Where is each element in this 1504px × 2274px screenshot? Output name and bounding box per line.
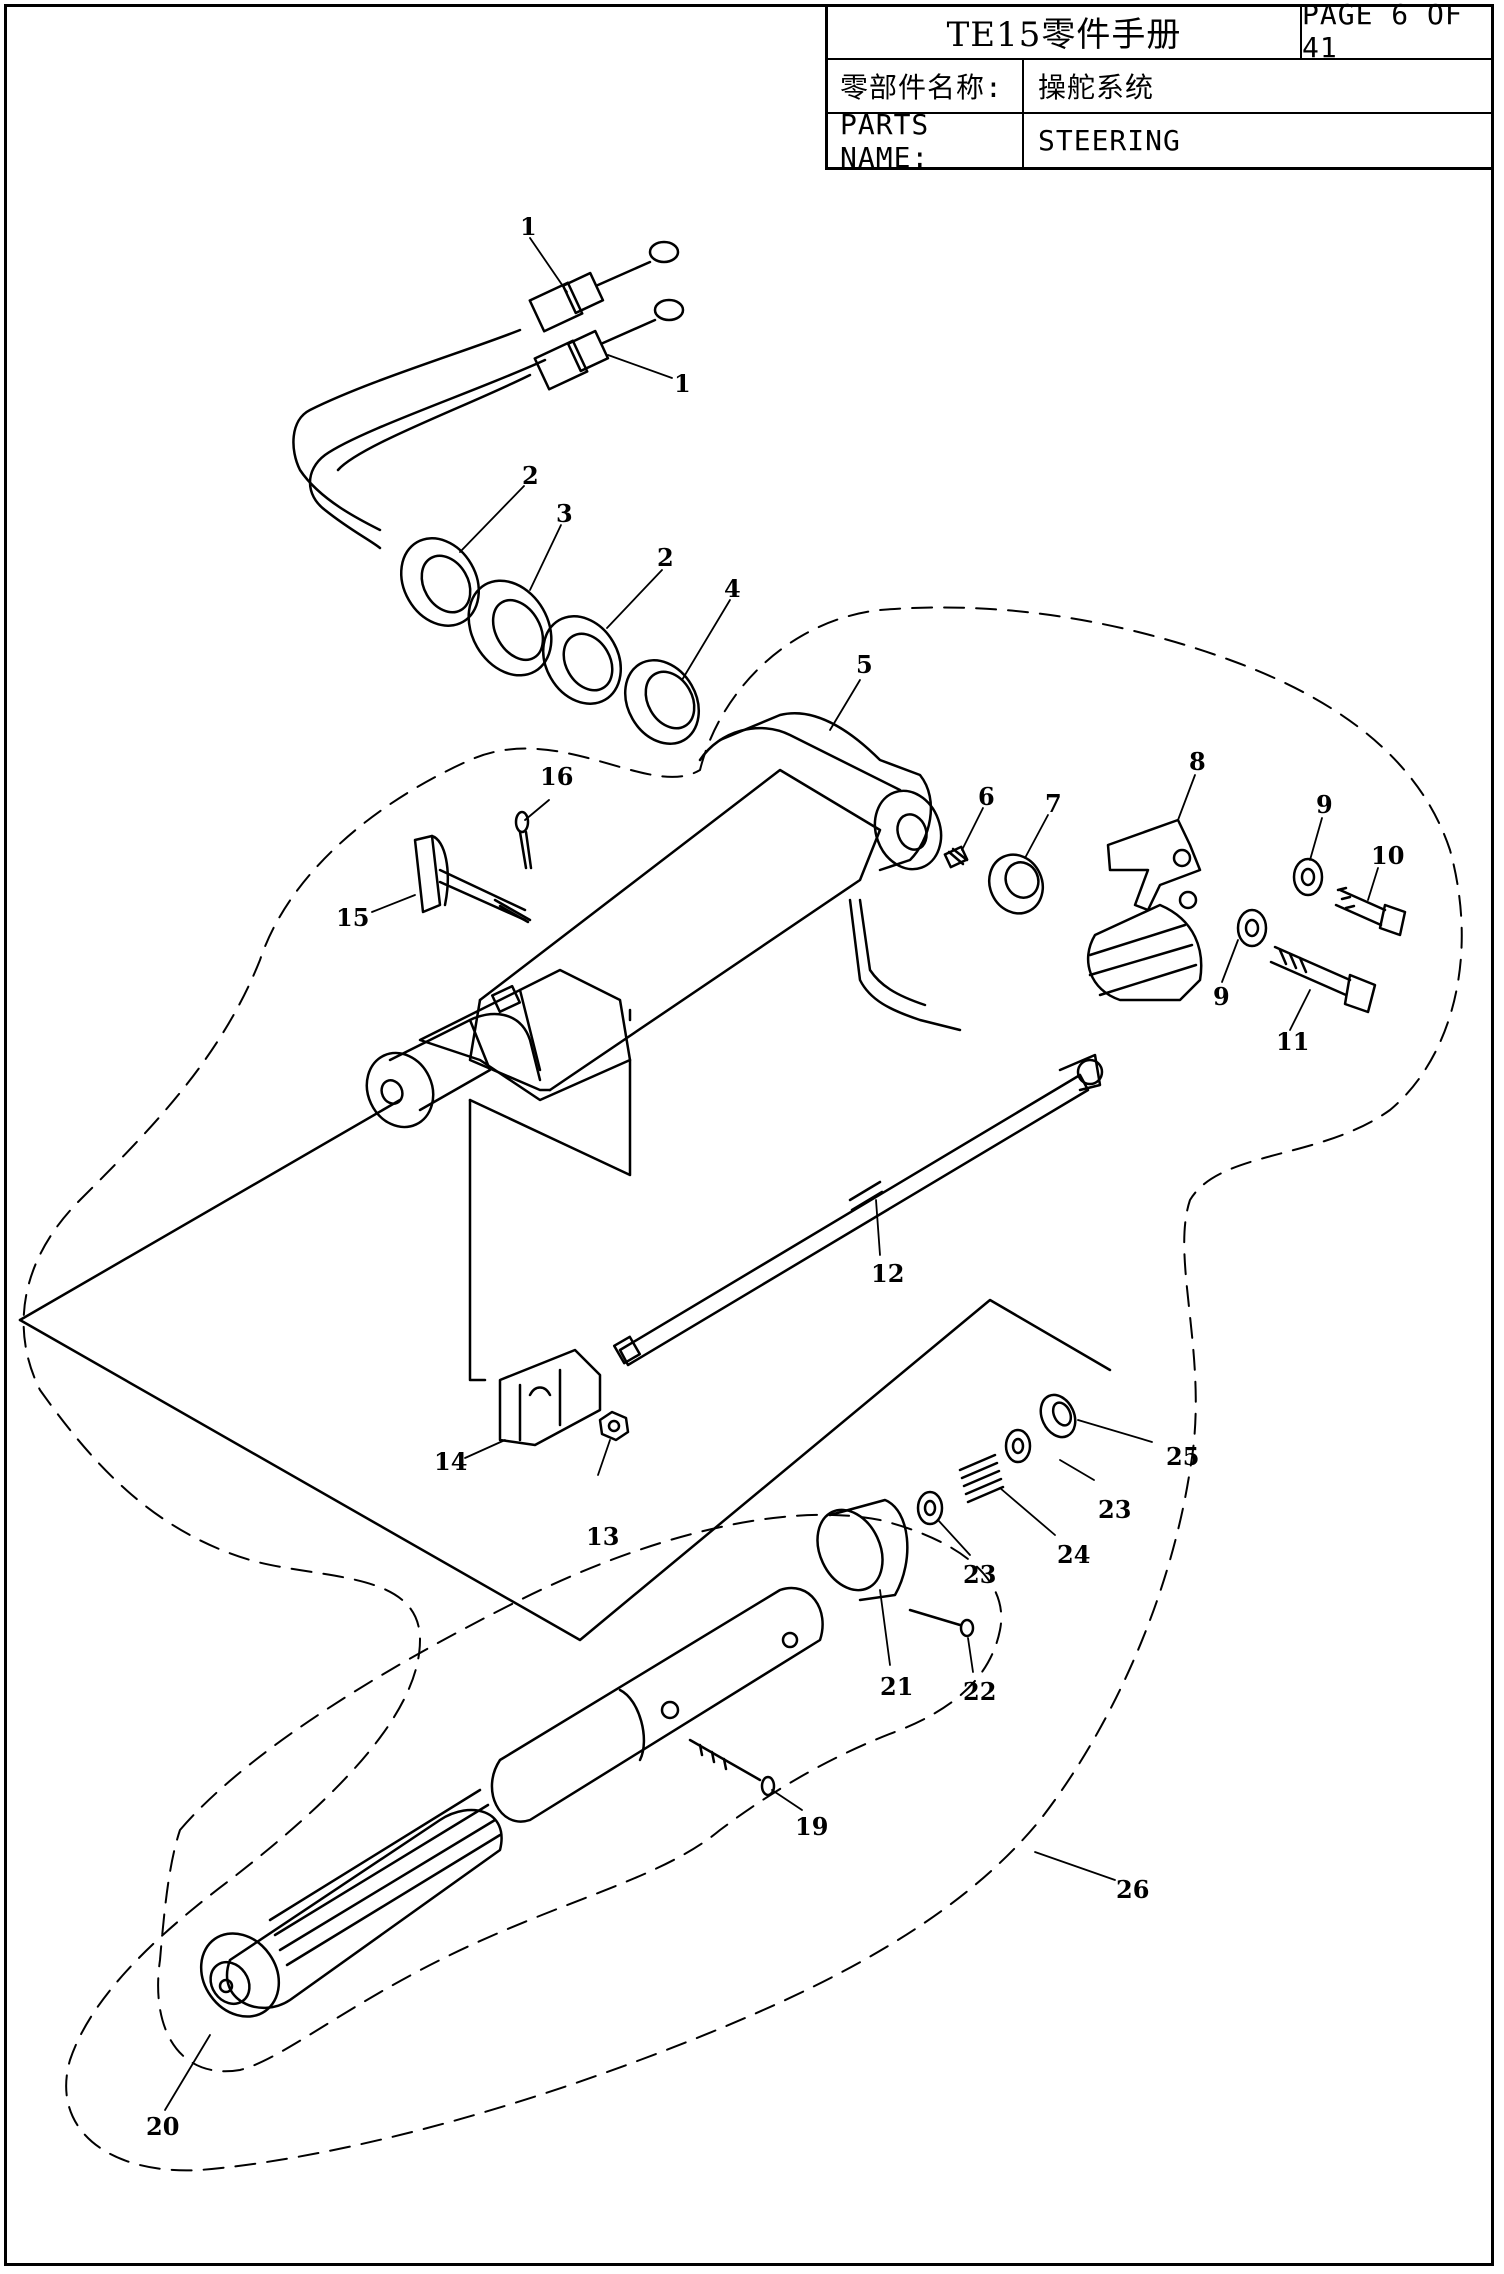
name-row-cn: 零部件名称: 操舵系统	[828, 60, 1494, 114]
sleeve-21	[816, 1498, 909, 1602]
throttle-friction-knob-15	[413, 834, 532, 924]
callout-25: 25	[1166, 1442, 1199, 1471]
callout-15: 15	[336, 903, 369, 932]
throttle-cable-assembly	[292, 240, 685, 550]
parts-name-label-cn: 零部件名称:	[828, 60, 1024, 112]
callout-8: 8	[1189, 747, 1206, 776]
page-frame	[4, 4, 1494, 2266]
title-row: TE15零件手册 PAGE 6 OF 41	[828, 0, 1494, 64]
callout-1a: 1	[520, 212, 537, 241]
grommet-4	[623, 659, 701, 745]
assembly-boundary	[22, 606, 1463, 2172]
leader-bracket-grip	[18, 1098, 1112, 1642]
callout-2b: 2	[657, 543, 674, 572]
callout-4: 4	[724, 574, 741, 603]
pin-22	[908, 1608, 975, 1638]
callout-1b: 1	[674, 369, 691, 398]
bushing-3	[467, 579, 553, 677]
parts-name-value-cn: 操舵系统	[1038, 71, 1155, 104]
cable-adjuster-lower	[533, 298, 685, 391]
callout-3: 3	[556, 499, 573, 528]
hex-nut-13	[598, 1410, 630, 1442]
page-number: PAGE 6 OF 41	[1302, 0, 1463, 64]
callout-21: 21	[880, 1672, 913, 1701]
bolt-10	[1334, 886, 1407, 937]
callout-20: 20	[146, 2112, 179, 2141]
bushing-7	[987, 853, 1045, 915]
callout-6: 6	[978, 782, 995, 811]
screw-19	[688, 1738, 776, 1797]
washer-23b	[916, 1490, 944, 1526]
cable-adjuster-upper	[528, 240, 680, 333]
callout-22: 22	[963, 1677, 996, 1706]
split-pin-16	[514, 810, 533, 870]
callout-19: 19	[795, 1812, 828, 1841]
washer-9b	[1236, 908, 1268, 948]
washer-9a	[1292, 857, 1324, 897]
callout-13: 13	[586, 1522, 619, 1551]
title-block: TE15零件手册 PAGE 6 OF 41 零部件名称: 操舵系统 PARTS …	[825, 0, 1494, 174]
bolt-11	[1269, 945, 1377, 1014]
document-title: TE15零件手册	[828, 4, 1302, 58]
leader-bracket-14	[468, 1058, 632, 1382]
grip-subassembly-boundary	[157, 1513, 1003, 2073]
spring-6	[943, 845, 969, 869]
callout-24: 24	[1057, 1540, 1090, 1569]
callout-23a: 23	[1098, 1495, 1131, 1524]
callout-5: 5	[856, 650, 873, 679]
steering-bracket	[468, 712, 962, 1092]
washer-2a	[400, 537, 480, 627]
rubber-grip-20	[199, 1788, 503, 2018]
throttle-shaft-12	[612, 1053, 1104, 1367]
spring-24	[958, 1453, 1005, 1504]
washer-2b	[542, 615, 622, 705]
tiller-arm	[365, 968, 632, 1129]
callout-7: 7	[1045, 789, 1062, 818]
callout-26: 26	[1116, 1875, 1149, 1904]
throttle-tube	[490, 1586, 824, 1823]
callout-9a: 9	[1316, 790, 1333, 819]
parts-name-value-en: STEERING	[1038, 124, 1181, 157]
callout-11: 11	[1276, 1027, 1309, 1056]
callout-23b: 23	[963, 1560, 996, 1589]
callout-2a: 2	[522, 461, 539, 490]
callout-14: 14	[434, 1447, 467, 1476]
stop-bracket-8	[1086, 818, 1203, 1002]
leader-lines	[164, 237, 1379, 2111]
bushing-25	[1039, 1393, 1077, 1439]
callout-16: 16	[540, 762, 573, 791]
washer-23a	[1004, 1428, 1032, 1464]
callout-12: 12	[871, 1259, 904, 1288]
callout-10: 10	[1371, 841, 1404, 870]
throttle-block-14	[498, 1348, 602, 1447]
callout-9b: 9	[1213, 982, 1230, 1011]
